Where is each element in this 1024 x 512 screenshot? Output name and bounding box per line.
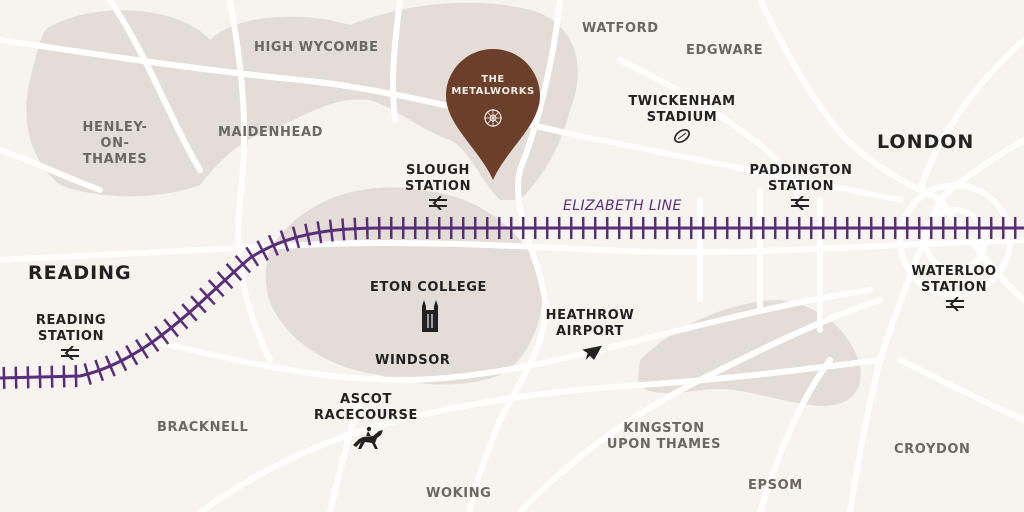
rail-tie <box>74 365 78 388</box>
rail-tie <box>291 226 301 249</box>
rail-tie <box>144 332 160 353</box>
metalworks-pin[interactable] <box>446 49 540 180</box>
label-reading-station: READING STATION <box>35 313 107 344</box>
label-henley: HENLEY- ON-THAMES <box>82 120 148 167</box>
rail-tie <box>190 295 207 314</box>
label-watford: WATFORD <box>582 21 659 36</box>
sunburst-logo-icon <box>484 109 502 127</box>
rail-tie <box>304 223 312 246</box>
national-rail-icon <box>946 297 964 311</box>
label-maidenhead: MAIDENHEAD <box>218 125 323 140</box>
label-heathrow-airport: HEATHROW AIRPORT <box>545 308 635 339</box>
horse-rider-icon <box>353 426 383 449</box>
rail-tie <box>62 365 66 388</box>
label-paddington-station: PADDINGTON STATION <box>749 163 853 194</box>
rail-tie <box>316 221 323 244</box>
rugby-ball-icon <box>674 129 690 143</box>
label-waterloo-station: WATERLOO STATION <box>911 264 997 295</box>
metalworks-pin-label: THE METALWORKS <box>451 74 535 97</box>
rail-tie <box>104 355 116 377</box>
rail-tie <box>181 303 198 322</box>
label-slough-station: SLOUGH STATION <box>404 163 472 194</box>
label-edgware: EDGWARE <box>686 43 764 58</box>
rail-tie <box>135 339 149 359</box>
national-rail-icon <box>429 196 447 210</box>
rail-tie <box>94 359 105 382</box>
rail-tie <box>83 363 92 385</box>
rail-tie <box>14 366 18 389</box>
rail-tie <box>328 219 334 242</box>
national-rail-icon <box>791 196 809 210</box>
label-eton-college: ETON COLLEGE <box>370 280 487 295</box>
chapel-icon <box>422 300 438 332</box>
label-london: LONDON <box>877 131 975 153</box>
rail-tie <box>245 246 260 267</box>
rail-tie <box>26 366 30 389</box>
label-reading: READING <box>28 262 132 284</box>
label-kingston: KINGSTON UPON THAMES <box>606 421 722 452</box>
label-windsor: WINDSOR <box>375 353 451 368</box>
national-rail-icon <box>61 346 79 360</box>
label-croydon: CROYDON <box>894 442 971 457</box>
elizabeth-line-label: ELIZABETH LINE <box>563 198 682 214</box>
rail-tie <box>2 366 6 389</box>
rail-tie <box>50 365 54 388</box>
rail-tie <box>207 279 225 298</box>
rail-tie <box>38 365 42 389</box>
elizabeth-line-track <box>0 226 1024 380</box>
label-woking: WOKING <box>426 486 492 501</box>
rail-tie <box>234 254 252 274</box>
rail-tie <box>365 217 369 240</box>
rail-tie <box>279 230 290 252</box>
rail-tie <box>216 271 234 290</box>
label-bracknell: BRACKNELL <box>157 420 249 435</box>
rail-tie <box>115 350 128 372</box>
airplane-icon <box>582 345 603 361</box>
rail-tie <box>154 325 170 345</box>
rail-tie <box>256 240 269 261</box>
rail-tie <box>172 311 189 330</box>
rail-tie <box>163 318 179 338</box>
rail-tie <box>341 218 346 241</box>
rail-tie <box>267 234 279 256</box>
rail-tie <box>198 287 216 306</box>
shaded-area-northwest <box>26 2 578 201</box>
elizabeth-line-ties <box>2 216 1017 389</box>
label-high-wycombe: HIGH WYCOMBE <box>254 40 379 55</box>
label-ascot-racecourse: ASCOT RACECOURSE <box>314 392 418 423</box>
label-twickenham-stadium: TWICKENHAM STADIUM <box>628 94 736 125</box>
label-epsom: EPSOM <box>748 478 803 493</box>
rail-tie <box>353 217 358 240</box>
shaded-area-windsor <box>265 187 543 385</box>
rail-tie <box>225 263 243 282</box>
rail-tie <box>125 345 139 366</box>
